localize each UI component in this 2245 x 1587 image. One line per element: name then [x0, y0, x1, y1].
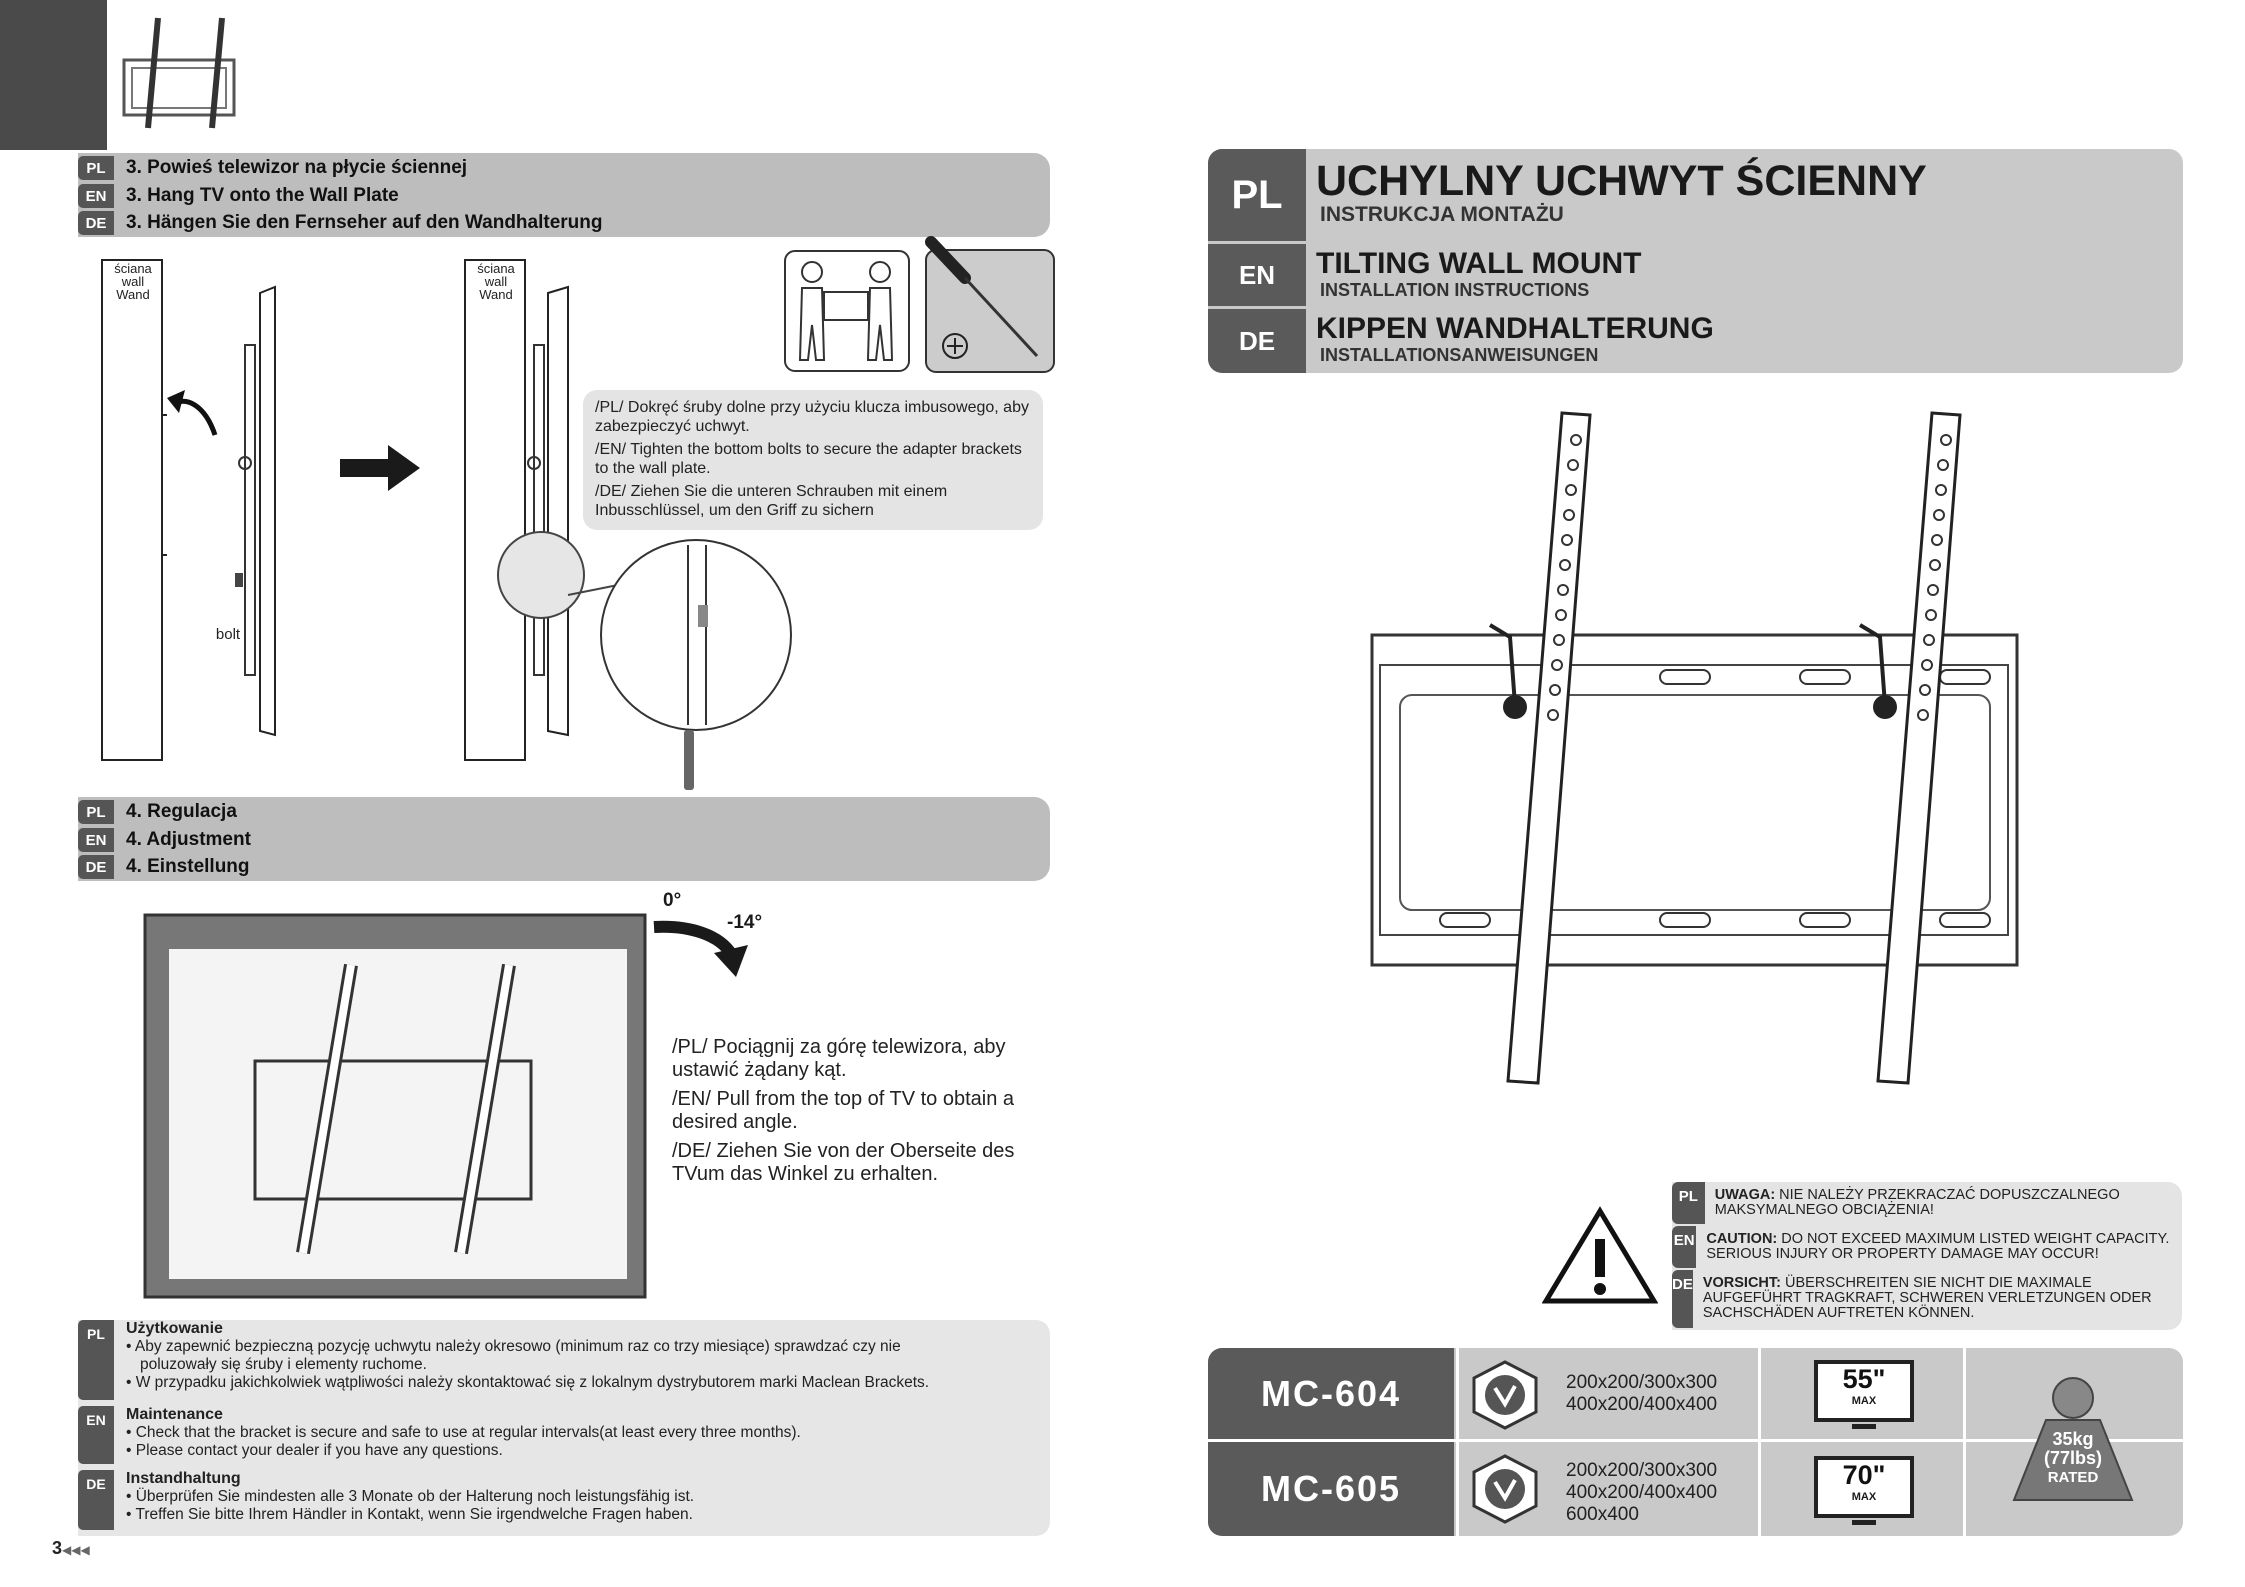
warning-de: VORSICHT: ÜBERSCHREITEN SIE NICHT DIE MA… [1702, 1275, 2152, 1321]
step3-title-de: 3. Hängen Sie den Fernseher auf den Wand… [126, 212, 603, 233]
usage-section: PL Użytkowanie • Aby zapewnić bezpieczną… [78, 1320, 1050, 1536]
step4-note: /PL/ Pociągnij za górę telewizora, aby u… [672, 1036, 1015, 1185]
warning-pl: UWAGA: NIE NALEŻY PRZEKRACZAĆ DOPUSZCZAL… [1714, 1187, 2120, 1218]
spec-table: MC-604 200x200/300x300 400x200/400x400 5… [1208, 1348, 2183, 1536]
title-tag-de: DE [1208, 309, 1306, 373]
model-mc604: MC-604 [1208, 1348, 1454, 1439]
step3-header: PL 3. Powieś telewizor na płycie ścienne… [78, 153, 1050, 237]
warn-tag-de: DE [1672, 1270, 1693, 1328]
step3-title-pl: 3. Powieś telewizor na płycie ściennej [126, 157, 468, 178]
step4-title-en: 4. Adjustment [126, 829, 251, 850]
wall-diagram-after [464, 259, 792, 790]
warning-en: CAUTION: DO NOT EXCEED MAXIMUM LISTED WE… [1706, 1231, 2170, 1262]
lang-tag-de: DE [78, 1470, 114, 1530]
lang-tag-de: DE [78, 855, 114, 879]
step4-header: PL 4. Regulacja EN 4. Adjustment DE 4. E… [78, 797, 1050, 881]
angle-14-label: -14° [727, 912, 763, 933]
step3-title-en: 3. Hang TV onto the Wall Plate [126, 185, 399, 206]
vesa-mc604: 200x200/300x300 400x200/400x400 [1566, 1372, 1718, 1415]
title-tag-en: EN [1208, 244, 1306, 306]
screwdriver-icon [925, 236, 1055, 373]
title-tag-pl: PL [1208, 149, 1306, 241]
title-main-pl: UCHYLNY UCHWYT ŚCIENNY [1316, 157, 1927, 205]
warn-tag-pl: PL [1672, 1182, 1705, 1224]
wall-diagram-before [101, 259, 276, 761]
title-section: PL UCHYLNY UCHWYT ŚCIENNY INSTRUKCJA MON… [1208, 149, 2183, 373]
vesa-mc605: 200x200/300x300 400x200/400x400 600x400 [1566, 1460, 1718, 1525]
tilting-mount-illustration [1370, 411, 2019, 1085]
weight-label: 35kg (77lbs) RATED [2043, 1429, 2103, 1487]
page-number: 3◀◀◀ [52, 1538, 90, 1558]
angle-0-label: 0° [663, 890, 682, 911]
lang-tag-en: EN [78, 828, 114, 852]
arrow-right-icon [340, 445, 420, 491]
bolt-label: bolt [215, 626, 241, 643]
step3-note: /PL/ Dokręć śruby dolne przy użyciu kluc… [583, 390, 1043, 530]
corner-tab [0, 0, 107, 150]
lang-tag-en: EN [78, 1406, 114, 1464]
title-sub-pl: INSTRUKCJA MONTAŻU [1320, 203, 1564, 226]
vesa-badge-icon [1472, 1360, 1538, 1430]
warning-icon [1542, 1206, 1658, 1304]
step4-title-de: 4. Einstellung [126, 856, 250, 877]
weight-icon [2012, 1377, 2134, 1501]
tv-size-icon-70: 70" MAX [1814, 1456, 1914, 1518]
title-main-de: KIPPEN WANDHALTERUNG [1316, 312, 1714, 345]
usage-de: Instandhaltung • Überprüfen Sie mindeste… [126, 1470, 695, 1523]
lang-tag-pl: PL [78, 156, 114, 180]
lang-tag-pl: PL [78, 800, 114, 824]
mount-thumbnail-icon [122, 17, 236, 129]
lang-tag-de: DE [78, 211, 114, 235]
two-persons-icon [784, 250, 910, 372]
warning-section: PL UWAGA: NIE NALEŻY PRZEKRACZAĆ DOPUSZC… [1672, 1182, 2182, 1330]
tv-size-icon-55: 55" MAX [1814, 1360, 1914, 1422]
title-main-en: TILTING WALL MOUNT [1316, 247, 1642, 280]
model-mc605: MC-605 [1208, 1442, 1454, 1536]
tilt-arrow-icon [653, 920, 748, 977]
warn-tag-en: EN [1672, 1226, 1697, 1268]
usage-pl: Użytkowanie • Aby zapewnić bezpieczną po… [126, 1320, 930, 1391]
title-sub-en: INSTALLATION INSTRUCTIONS [1320, 280, 1590, 300]
usage-en: Maintenance • Check that the bracket is … [126, 1406, 801, 1459]
tv-with-mount-diagram [143, 913, 647, 1299]
step4-title-pl: 4. Regulacja [126, 801, 237, 822]
title-sub-de: INSTALLATIONSANWEISUNGEN [1320, 345, 1599, 365]
lang-tag-en: EN [78, 184, 114, 208]
lang-tag-pl: PL [78, 1320, 114, 1400]
vesa-badge-icon [1472, 1454, 1538, 1524]
